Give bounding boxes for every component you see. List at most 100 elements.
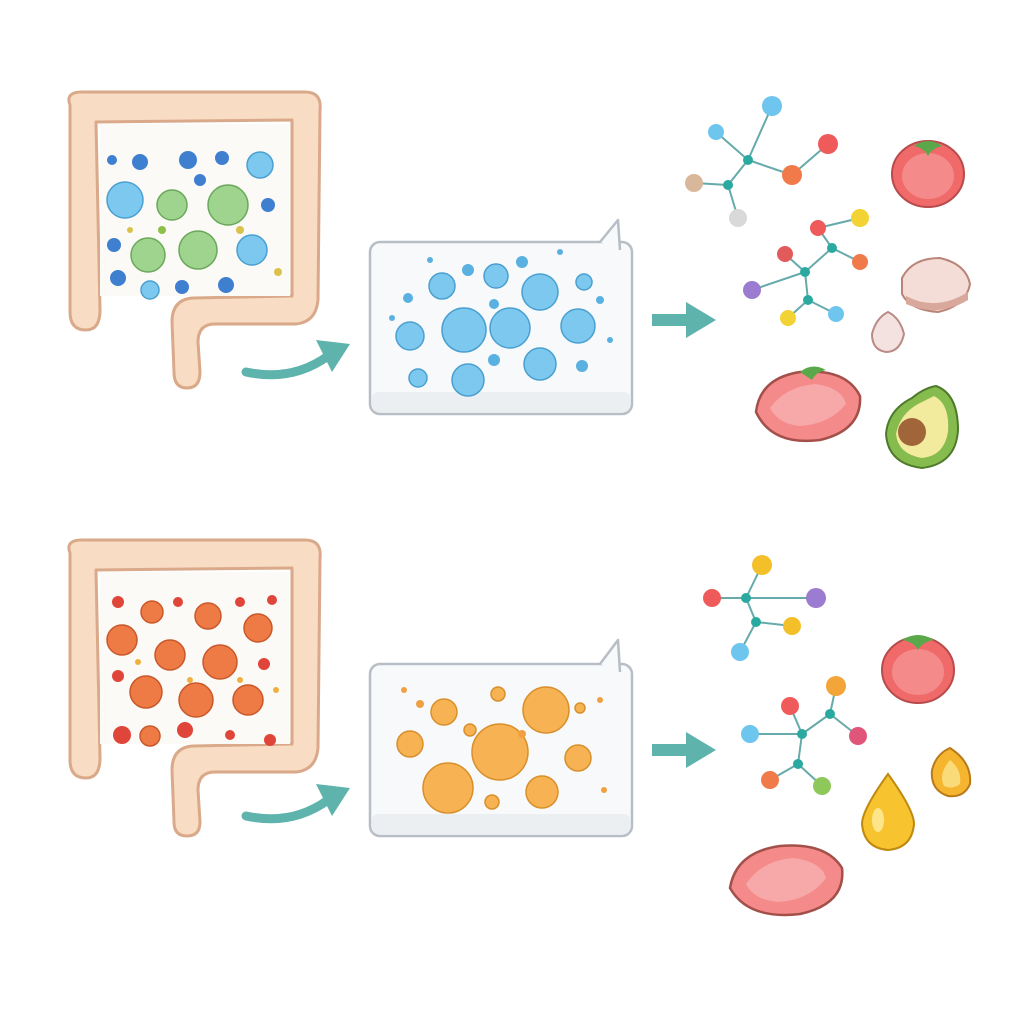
bubble <box>601 787 607 793</box>
row-bottom <box>67 538 972 917</box>
bubble <box>451 363 485 397</box>
bubble <box>267 595 277 605</box>
bubble <box>273 687 279 693</box>
molecule-icon <box>741 676 867 795</box>
bubble <box>261 198 275 212</box>
bubble <box>574 702 586 714</box>
bubble <box>560 308 596 344</box>
straight-arrow-top <box>652 302 716 338</box>
molecule-icon <box>685 96 838 227</box>
bubble <box>484 794 500 810</box>
bubble <box>113 726 131 744</box>
bubble <box>243 613 273 643</box>
bubble <box>395 321 425 351</box>
bubble <box>488 354 500 366</box>
bubble <box>215 151 229 165</box>
bubble <box>106 181 144 219</box>
bubble <box>107 155 117 165</box>
bubble <box>140 600 164 624</box>
bubble <box>246 151 274 179</box>
bubble <box>462 264 474 276</box>
bubble <box>274 268 282 276</box>
bubble <box>428 272 456 300</box>
gut-particles-blue-green <box>106 151 282 300</box>
bubble <box>522 686 570 734</box>
gut-particles-orange <box>106 595 279 747</box>
bubble <box>178 682 214 718</box>
bubble <box>235 597 245 607</box>
bubble <box>521 273 559 311</box>
bubble <box>518 730 526 738</box>
white-meat-icon <box>901 256 972 314</box>
bubble <box>401 687 407 693</box>
straight-arrow-bottom <box>652 732 716 768</box>
container-top <box>368 218 634 416</box>
bubble <box>557 249 563 255</box>
intestine-body <box>67 538 322 838</box>
bubble <box>576 360 588 372</box>
bubble <box>232 684 264 716</box>
almond-icon <box>930 746 972 798</box>
steak-icon <box>728 844 844 917</box>
bubble <box>237 677 243 683</box>
bubble <box>107 238 121 252</box>
bubble <box>187 677 193 683</box>
bubble <box>525 775 559 809</box>
bubble <box>489 299 499 309</box>
bubble <box>236 226 244 234</box>
bubble <box>139 725 161 747</box>
bubble <box>575 273 593 291</box>
bubble <box>132 154 148 170</box>
bubble <box>130 237 166 273</box>
large-intestine-top <box>67 90 322 390</box>
bubble <box>564 744 592 772</box>
bubble <box>154 639 186 671</box>
molecule-icon <box>743 209 869 326</box>
bubble <box>207 184 249 226</box>
tomato-icon <box>891 140 965 208</box>
bubble <box>110 270 126 286</box>
bubble <box>416 700 424 708</box>
bubble <box>408 368 428 388</box>
bubble <box>140 280 160 300</box>
curved-arrow-top <box>241 340 350 380</box>
avocado-icon <box>884 384 960 470</box>
bubble <box>597 697 603 703</box>
bubble <box>173 597 183 607</box>
bubble <box>596 296 604 304</box>
bubble <box>463 723 477 737</box>
bubble <box>489 307 531 349</box>
bubble <box>178 230 218 270</box>
bubble <box>523 347 557 381</box>
bubble <box>218 277 234 293</box>
bubble <box>430 698 458 726</box>
garlic-icon <box>870 310 906 354</box>
bubble <box>106 624 138 656</box>
bubble <box>156 189 188 221</box>
curved-arrow-bottom <box>241 784 350 824</box>
container-bubbles-blue <box>389 249 613 397</box>
bubble <box>194 602 222 630</box>
bubble <box>396 730 424 758</box>
bubble <box>258 658 270 670</box>
bubble <box>483 263 509 289</box>
bubble <box>403 293 413 303</box>
container-bubbles-amber <box>396 686 607 814</box>
bubble <box>112 596 124 608</box>
bubble <box>112 670 124 682</box>
bubble <box>158 226 166 234</box>
bubble <box>607 337 613 343</box>
bubble <box>471 723 529 781</box>
bubble <box>427 257 433 263</box>
molecule-icon <box>703 555 826 661</box>
intestine-lumen <box>100 572 290 744</box>
tomato-icon <box>881 635 955 704</box>
bubble <box>264 734 276 746</box>
bubble <box>135 659 141 665</box>
steak-icon <box>754 366 862 443</box>
bubble <box>194 174 206 186</box>
large-intestine-bottom <box>67 538 322 838</box>
bubble <box>389 315 395 321</box>
